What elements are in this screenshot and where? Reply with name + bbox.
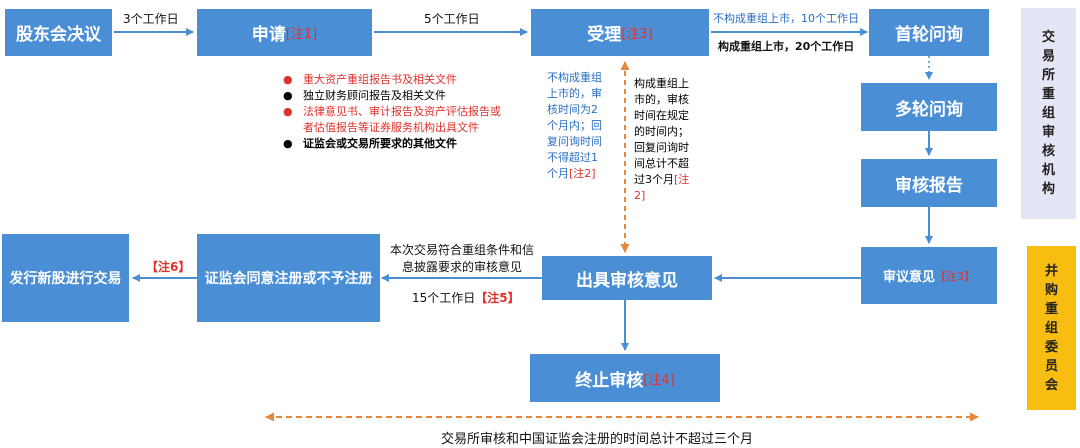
label-15-workdays-note: 【注5】	[475, 291, 520, 305]
node-review-report-label: 审核报告	[895, 175, 963, 196]
node-csrc-registration: 证监会同意注册或不予注册	[197, 234, 380, 322]
timing-line: 核时间为2	[547, 103, 598, 116]
node-deliberation-label: 审议意见	[882, 270, 935, 285]
node-multi-inquiry-label: 多轮问询	[895, 99, 963, 120]
bullet-icon: ●	[283, 105, 293, 118]
timing-text: 过3个月	[634, 173, 674, 186]
timing-not-major-column: 不构成重组 上市的，审 核时间为2 个月内；回 复问询时间 不得超过1 个月[注…	[547, 70, 602, 182]
doc-item-text: 重大资产重组报告书及相关文件	[303, 73, 457, 86]
timing-line: 复问询时间	[547, 135, 602, 148]
bullet-icon: ●	[283, 137, 293, 150]
timing-text: 个月	[547, 167, 569, 180]
node-apply-note: [注1]	[285, 27, 318, 42]
timing-line: 个月内；回	[547, 119, 602, 132]
panel-committee-label: 并购重组委员会	[1044, 263, 1058, 393]
label-not-major-10-days: 不构成重组上市，10个工作日	[713, 12, 859, 25]
timing-line: 过3个月[注	[634, 172, 689, 188]
node-accept-label: 受理	[587, 25, 622, 45]
label-15-workdays-text: 15个工作日	[412, 291, 476, 305]
node-deliberation: 审议意见【注3】	[861, 247, 997, 304]
label-note6: 【注6】	[146, 260, 191, 274]
application-documents-list: ● 重大资产重组报告书及相关文件 ● 独立财务顾问报告及相关文件 ● 法律意见书、审计…	[283, 72, 501, 152]
node-first-inquiry-label: 首轮问询	[895, 25, 963, 45]
panel-exchange-label: 交易所重组审核机构	[1041, 30, 1055, 197]
timing-line: 间总计不超	[634, 157, 689, 170]
doc-item: ● 重大资产重组报告书及相关文件	[283, 72, 501, 88]
doc-item-text: 独立财务顾问报告及相关文件	[303, 89, 446, 102]
doc-item-text: 证监会或交易所要求的其他文件	[303, 137, 457, 150]
timing-line: 时间在规定	[634, 109, 689, 122]
label-total-three-months: 交易所审核和中国证监会注册的时间总计不超过三个月	[441, 432, 754, 447]
doc-item: ● 证监会或交易所要求的其他文件	[283, 136, 501, 152]
node-csrc-label: 证监会同意注册或不予注册	[204, 271, 373, 287]
timing-line: 上市的，审	[547, 87, 602, 100]
timing-line: 回复问询时	[634, 141, 689, 154]
timing-line: 不得超过1	[547, 151, 598, 164]
timing-line: 不构成重组	[547, 71, 602, 84]
doc-item: ● 法律意见书、审计报告及资产评估报告或	[283, 104, 501, 120]
panel-exchange-review-body: 交易所重组审核机构	[1021, 8, 1076, 219]
node-apply-label: 申请	[251, 25, 286, 45]
doc-item-text: 法律意见书、审计报告及资产评估报告或	[303, 105, 501, 118]
node-shareholder-label: 股东会决议	[16, 25, 101, 45]
timing-note-cont: 2]	[634, 189, 646, 202]
node-terminate-note: [注4]	[643, 372, 675, 388]
node-shareholder-resolution: 股东会决议	[5, 9, 112, 56]
node-terminate: 终止审核[注4]	[530, 354, 720, 402]
node-issue-opinion: 出具审核意见	[542, 256, 712, 300]
label-meets-conditions-line1: 本次交易符合重组条件和信	[390, 243, 535, 257]
doc-item: ● 独立财务顾问报告及相关文件	[283, 88, 501, 104]
node-issue-shares-label: 发行新股进行交易	[9, 271, 122, 287]
node-accept: 受理[注3]	[531, 9, 709, 56]
timing-note: [注	[674, 173, 690, 186]
label-3-workdays: 3个工作日	[123, 12, 179, 26]
node-deliberation-note: 【注3】	[935, 269, 975, 283]
timing-line: 的时间内；	[634, 125, 689, 138]
label-15-workdays: 15个工作日【注5】	[412, 289, 520, 306]
node-issue-opinion-label: 出具审核意见	[576, 270, 678, 291]
node-apply: 申请[注1]	[197, 9, 372, 56]
node-accept-note: [注3]	[621, 27, 653, 42]
bullet-icon: ●	[283, 73, 293, 86]
doc-item-text: 者估值报告等证券服务机构出具文件	[303, 121, 479, 134]
node-first-inquiry: 首轮问询	[869, 9, 989, 56]
label-5-workdays: 5个工作日	[424, 12, 480, 26]
timing-major-column: 构成重组上 市的，审核 时间在规定 的时间内； 回复问询时 间总计不超 过3个月…	[634, 76, 689, 204]
label-meets-conditions-line2: 息披露要求的审核意见	[402, 260, 523, 274]
node-multi-inquiry: 多轮问询	[861, 83, 997, 131]
doc-item: 者估值报告等证券服务机构出具文件	[283, 120, 501, 136]
node-terminate-label: 终止审核	[575, 370, 644, 391]
timing-line: 个月[注2]	[547, 166, 602, 182]
panel-ma-committee: 并购重组委员会	[1027, 246, 1076, 410]
node-review-report: 审核报告	[861, 159, 997, 207]
timing-note: [注2]	[569, 167, 596, 180]
label-major-20-days: 构成重组上市，20个工作日	[718, 40, 855, 53]
bullet-icon: ●	[283, 89, 293, 102]
timing-line: 构成重组上	[634, 77, 689, 90]
node-issue-shares: 发行新股进行交易	[2, 234, 129, 322]
timing-line: 市的，审核	[634, 93, 689, 106]
